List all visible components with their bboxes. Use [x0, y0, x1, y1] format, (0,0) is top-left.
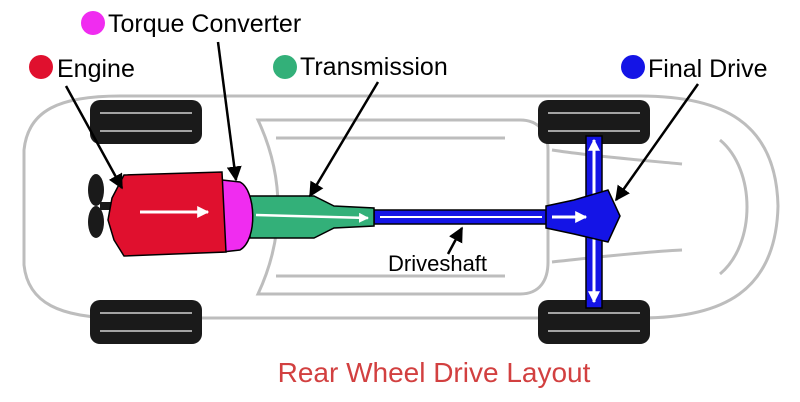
tires [90, 100, 650, 344]
engine [107, 171, 227, 257]
driveshaft-label: Driveshaft [388, 251, 487, 276]
transmission [249, 195, 375, 239]
torque-converter [221, 179, 254, 253]
front-right-tire [90, 300, 202, 344]
rear-right-tire [538, 300, 650, 344]
torque-converter-dot [81, 11, 105, 35]
rear-left-tire [538, 100, 650, 144]
driveshaft [373, 209, 549, 225]
final-drive-label: Final Drive [648, 55, 767, 83]
transmission-label: Transmission [300, 53, 448, 81]
transmission-dot [273, 55, 297, 79]
transmission-pointer [308, 81, 380, 198]
engine-label: Engine [57, 55, 135, 83]
final-drive-pointer [614, 83, 700, 202]
torque-converter-label: Torque Converter [108, 10, 301, 38]
final-drive-dot [621, 55, 645, 79]
front-left-tire [90, 100, 202, 144]
diagram-caption: Rear Wheel Drive Layout [278, 357, 591, 388]
engine-dot [29, 55, 53, 79]
pointer-arrows [64, 41, 700, 255]
torque-converter-pointer [216, 41, 242, 182]
engine-pointer [64, 85, 124, 190]
driveshaft-pointer [446, 226, 464, 255]
